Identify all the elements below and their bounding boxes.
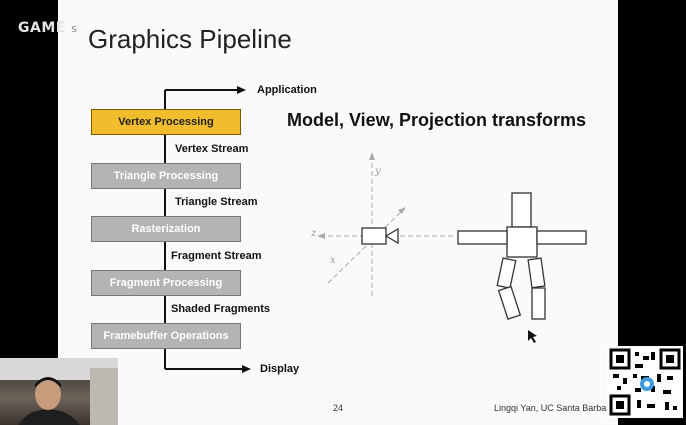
slide-title: Graphics Pipeline bbox=[88, 24, 292, 54]
stream-label: Shaded Fragments bbox=[171, 303, 271, 315]
stream-label: Fragment Stream bbox=[171, 250, 262, 262]
stage-framebuffer-operations: Framebuffer Operations bbox=[91, 323, 241, 349]
camera-robot-illustration bbox=[317, 152, 587, 343]
axis-z-label: z bbox=[311, 228, 317, 239]
stage-fragment-processing: Fragment Processing bbox=[91, 270, 241, 296]
stage-triangle-processing: Triangle Processing bbox=[91, 163, 241, 189]
stream-label: Vertex Stream bbox=[175, 143, 249, 155]
presenter-silhouette bbox=[0, 358, 118, 425]
axis-y-label: y bbox=[375, 166, 381, 177]
page-number: 24 bbox=[333, 403, 344, 413]
output-label: Display bbox=[260, 363, 300, 375]
lecture-slide: Graphics Pipeline Application Vertex Pro… bbox=[58, 0, 618, 425]
stage-rasterization: Rasterization bbox=[91, 216, 241, 242]
watermark-brand: GAME bbox=[18, 20, 66, 36]
input-label: Application bbox=[257, 84, 317, 96]
watermark-suffix: s bbox=[71, 22, 78, 35]
slide-heading: Model, View, Projection transforms bbox=[287, 110, 587, 130]
slide-footer: Lingqi Yan, UC Santa Barbar bbox=[494, 403, 610, 413]
stage-vertex-processing: Vertex Processing bbox=[91, 109, 241, 135]
qr-code-image bbox=[609, 348, 681, 416]
axis-x-label: x bbox=[330, 255, 336, 266]
stream-label: Triangle Stream bbox=[175, 196, 258, 208]
qr-code[interactable] bbox=[607, 346, 683, 418]
games-watermark: GAME s bbox=[18, 20, 77, 36]
presenter-webcam bbox=[0, 358, 118, 425]
